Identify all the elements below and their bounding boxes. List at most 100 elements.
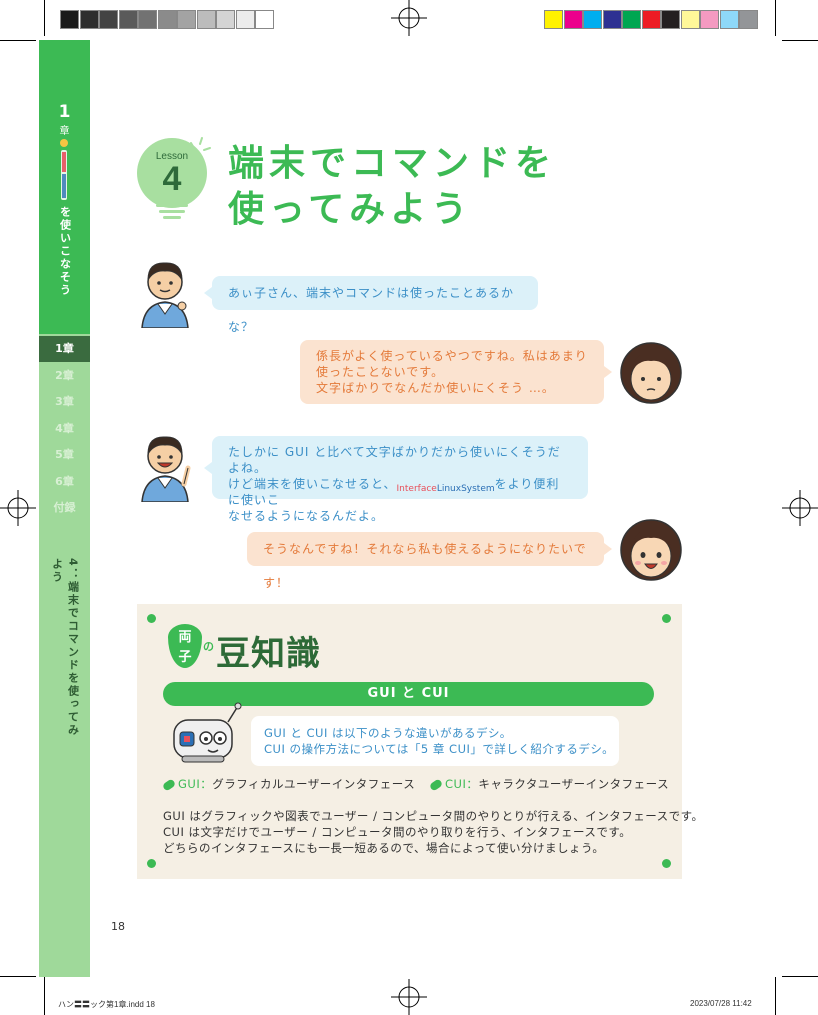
pill-icon [161,777,177,792]
footer-timestamp: 2023/07/28 11:42 [690,999,752,1008]
sidebar-chapter-word: 章 [59,126,70,137]
dialogue-bubble-aiko-2: そうなんですね！それなら私も使えるようになりたいです！ [247,532,604,590]
gray-swatch [99,10,118,29]
lightbulb-base [159,210,185,213]
registration-mark-icon [391,979,427,1015]
crop-mark [782,976,818,977]
tips-body-line: CUI は文字だけでユーザー / コンピュータ間のやり取りを行う、インタフェース… [163,825,632,839]
lesson-label: Lesson [155,151,189,162]
color-swatch [661,10,680,29]
corner-dot [147,859,156,868]
chapter-tab[interactable]: 6章 [55,474,74,488]
lesson-title-line1: 端末でコマンドを [228,143,557,184]
sidebar-chapter-header: 1 章 を使いこなそう [39,40,90,334]
gray-swatch [235,10,255,29]
color-swatch [563,10,583,29]
gray-swatch [177,10,196,29]
tips-badge-no: の [203,640,214,653]
gray-swatch [255,10,274,29]
interface-linuxsystem-logo: InterfaceLinuxSystem [396,479,495,494]
crop-mark [0,976,36,977]
bubble-tail [604,366,612,378]
gray-swatch [118,10,138,29]
gray-swatch [79,10,99,29]
aiko-avatar [620,342,682,404]
chapter-tab[interactable]: 3章 [55,395,74,408]
bubble-tail [204,287,212,299]
chapter-tab[interactable]: 付録 [53,501,76,514]
registration-mark-icon [0,490,36,526]
footer-filename: ハン〓〓ック第1章.indd 18 [58,1000,155,1009]
term-key: GUI： [178,777,213,791]
badge-text-top: 両 [178,630,192,645]
corner-dot [662,614,671,623]
term-gui: GUI：グラフィカルユーザーインタフェース [161,776,415,792]
page-number: 18 [111,920,125,933]
registration-mark-icon [782,490,818,526]
color-swatch [602,10,622,29]
robot-line: GUI と CUI は以下のような違いがあるデシ。 [264,726,512,740]
term-desc: キャラクタユーザーインタフェース [478,777,670,791]
color-swatch [680,10,700,29]
sidebar-chapter-number: 1 [58,102,71,122]
dialogue-line: けど端末を使いこなせると、InterfaceLinuxSystemをより便利に使… [228,476,572,508]
badge-text-bottom: 子 [178,650,192,665]
dialogue-text: けど端末を使いこなせると、 [228,477,397,491]
logo-text-interface: Interface [396,483,437,494]
color-swatch [622,10,641,29]
robot-mascot-icon [173,702,242,763]
color-swatch [739,10,758,29]
gray-swatch [60,10,79,29]
dialogue-line: なせるようになるんだよ。 [228,509,385,523]
crop-mark [775,0,776,36]
chapter-tab[interactable]: 4章 [55,421,74,435]
color-swatch [719,10,739,29]
tips-body-line: GUI はグラフィックや図表でユーザー / コンピュータ間のやりとりが行える、イ… [163,809,704,823]
robot-speech-bubble: GUI と CUI は以下のような違いがあるデシ。 CUI の操作方法については… [251,716,619,766]
sidebar-chapter-title: を使いこなそう [58,206,72,297]
crop-mark [44,0,45,36]
lesson-title-line2: 使ってみよう [228,189,473,230]
sidebar-lesson-title: 4：端末でコマンドを使ってみよう [50,558,80,737]
tips-heading: 豆知識 [216,634,321,674]
crop-mark [44,977,45,1015]
gray-swatch [157,10,177,29]
dialogue-line: 係長がよく使っているやつですね。私はあまり [316,349,588,363]
chapter-tab[interactable]: 5章 [55,448,74,461]
dialogue-text: をより便利に使いこ [228,477,560,507]
lightbulb-base [163,216,181,219]
bubble-tail [204,462,212,474]
term-key: CUI： [445,777,479,791]
tips-badge: 両 子 [168,624,202,668]
corner-dot [147,614,156,623]
crop-mark [0,40,36,41]
manager-avatar [141,262,189,328]
chapter-tab[interactable]: 2章 [55,368,74,382]
dialogue-line: 文字ばかりでなんだか使いにくそう …。 [316,381,555,395]
color-swatch [544,10,563,29]
color-swatch [700,10,719,29]
lesson-number: 4 [162,160,182,198]
interface-linuxsystem-logo [58,138,70,202]
term-cui: CUI：キャラクタユーザーインタフェース [428,776,670,792]
crop-mark [782,40,818,41]
gray-swatch [196,10,216,29]
registration-mark-icon [391,0,427,36]
dialogue-line: 使ったことないです。 [316,365,445,379]
manager-avatar [141,436,191,502]
dialogue-line: たしかに GUI と比べて文字ばかりだから使いにくそうだよね。 [228,445,561,475]
color-swatch [583,10,602,29]
corner-dot [662,859,671,868]
lightbulb-base [156,204,188,207]
tips-section-title: GUI と CUI [163,682,654,706]
dialogue-bubble-aiko-1: 係長がよく使っているやつですね。私はあまり 使ったことないです。 文字ばかりでな… [300,340,604,404]
logo-text-linuxsystem: LinuxSystem [436,483,495,494]
chapter-tab[interactable]: 1章 [39,336,90,362]
pill-icon [428,777,444,792]
bubble-tail [604,543,612,555]
dialogue-bubble-manager-1: あぃ子さん、端末やコマンドは使ったことあるかな？ [212,276,538,334]
aiko-avatar-happy [620,519,682,581]
color-swatch [641,10,661,29]
gray-swatch [216,10,235,29]
